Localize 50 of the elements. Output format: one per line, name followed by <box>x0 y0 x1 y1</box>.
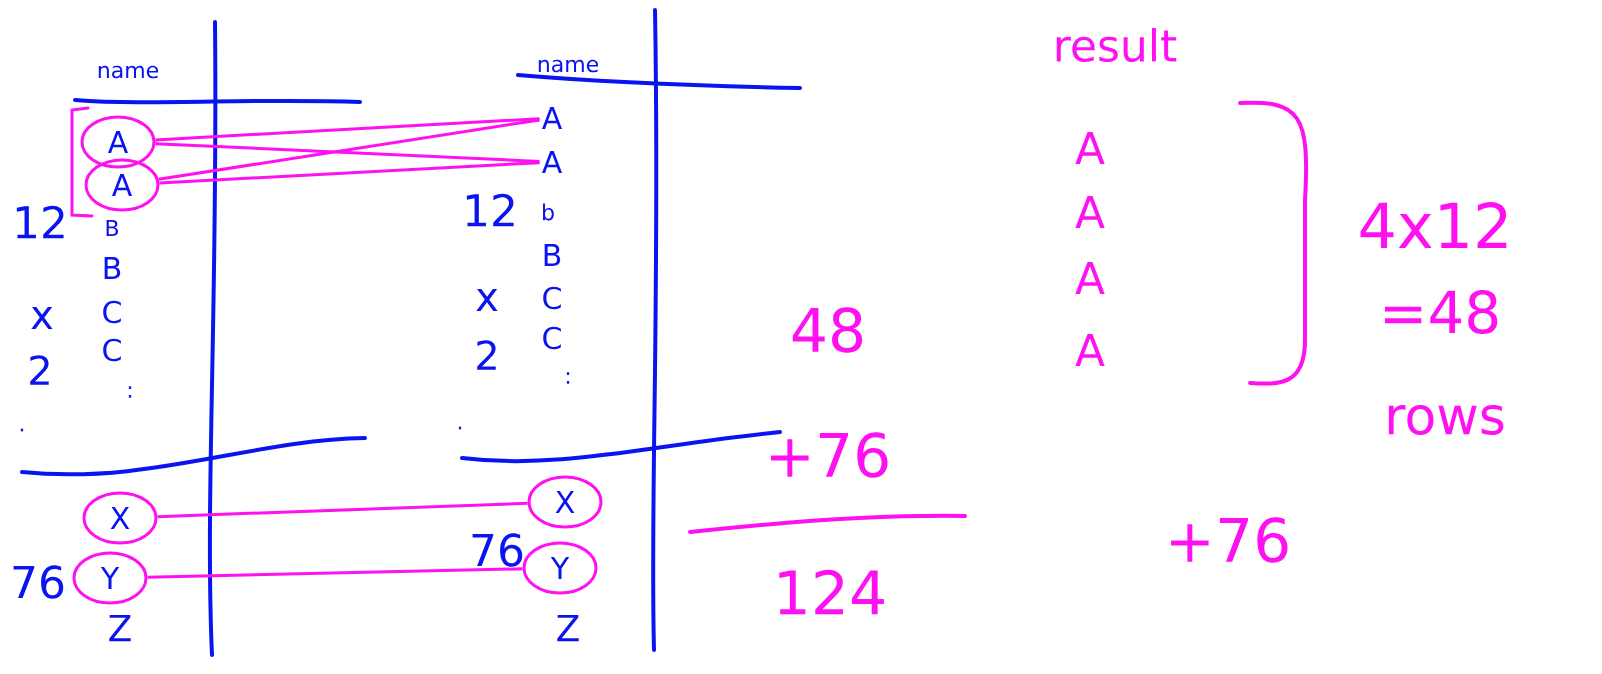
handwritten-text: x <box>31 307 53 329</box>
handwritten-text: =48 <box>1384 290 1498 334</box>
handwritten-text: C <box>543 286 561 310</box>
handwritten-text: : <box>128 386 132 398</box>
handwritten-text: 12 <box>466 193 514 227</box>
handwritten-text: B <box>104 257 121 279</box>
handwritten-text: A <box>1075 131 1105 165</box>
handwritten-text: result <box>1056 28 1177 63</box>
handwritten-text: C <box>103 338 121 362</box>
handwritten-text: C <box>103 300 121 324</box>
handwritten-text: 48 <box>792 307 863 353</box>
handwritten-text: : <box>566 372 570 384</box>
handwritten-text: rows <box>1388 405 1504 435</box>
handwritten-text: A <box>1075 261 1105 295</box>
connecting-line <box>155 117 540 142</box>
handwritten-text: 76 <box>472 533 523 567</box>
connecting-line <box>157 501 528 519</box>
handwritten-text: 12 <box>16 205 64 239</box>
handwritten-text: Z <box>109 614 131 642</box>
letter: A <box>542 151 563 173</box>
handwritten-text: 124 <box>779 569 884 615</box>
handwritten-text: 4x12 <box>1360 202 1507 248</box>
circled-letter: A <box>84 158 160 212</box>
handwritten-text: +76 <box>771 432 888 478</box>
circled-letter: Y <box>72 551 148 605</box>
handwritten-text: C <box>543 326 561 350</box>
letter: A <box>542 107 563 129</box>
connecting-line <box>155 142 540 163</box>
connecting-line <box>147 567 523 579</box>
handwritten-text: 2 <box>30 355 49 385</box>
handwritten-text: +76 <box>1171 517 1288 563</box>
handwritten-text: name <box>98 65 159 79</box>
handwritten-text: b <box>543 203 554 221</box>
handwritten-text: name <box>538 59 599 73</box>
connecting-line <box>159 161 540 185</box>
handwritten-text: 76 <box>13 565 64 599</box>
handwritten-text: 2 <box>477 340 496 370</box>
handwritten-text: Z <box>557 614 579 642</box>
handwritten-text: B <box>544 244 561 266</box>
handwritten-text: x <box>476 289 498 311</box>
handwritten-text: B <box>106 220 118 236</box>
circled-letter: A <box>80 115 156 169</box>
circled-letter: X <box>527 475 603 529</box>
handwritten-text: A <box>1075 195 1105 229</box>
handwritten-text: A <box>1075 333 1105 367</box>
connecting-line <box>158 118 540 181</box>
circled-letter: X <box>82 491 158 545</box>
circled-letter: Y <box>522 541 598 595</box>
handwritten-text: . <box>20 428 24 432</box>
handwritten-text: . <box>458 426 462 430</box>
